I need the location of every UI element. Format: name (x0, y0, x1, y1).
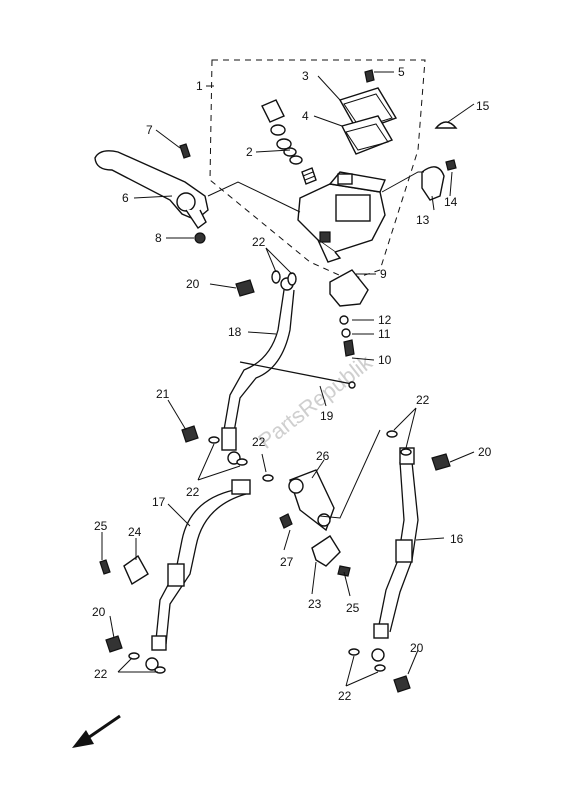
reservoir-cap (337, 69, 398, 185)
callout-22-bottom-right: 22 (338, 689, 352, 703)
callout-22-mid-left: 22 (186, 485, 200, 499)
callout-26: 26 (316, 449, 330, 463)
union-bolt-20d (393, 675, 411, 693)
brake-lever (94, 143, 209, 230)
union-bolt-20b (431, 453, 451, 471)
callout-27: 27 (280, 555, 294, 569)
callout-17: 17 (152, 495, 166, 509)
callout-22-mid: 22 (252, 435, 266, 449)
union-bolt-10 (343, 339, 355, 357)
cover-screw (445, 159, 457, 171)
callout-7: 7 (146, 123, 153, 137)
bolt-25-left (99, 559, 111, 575)
brake-pipe-19 (239, 361, 353, 385)
callout-4: 4 (302, 109, 309, 123)
callout-10: 10 (378, 353, 392, 367)
callout-16: 16 (450, 532, 464, 546)
callout-8: 8 (155, 231, 162, 245)
grip-end-cap (434, 121, 458, 129)
hose-clamp-23 (311, 535, 341, 567)
bolt-25-right (337, 565, 351, 577)
callout-25-right: 25 (346, 601, 360, 615)
callout-24: 24 (128, 525, 142, 539)
front-direction-arrow (72, 714, 121, 748)
callout-18: 18 (228, 325, 242, 339)
callout-23: 23 (308, 597, 322, 611)
callout-11: 11 (378, 327, 391, 341)
assembly-outline (209, 59, 426, 281)
callout-22-bottom-left: 22 (94, 667, 108, 681)
callout-6: 6 (122, 191, 129, 205)
callout-22-right: 22 (416, 393, 430, 407)
union-bolt-20c (105, 635, 123, 653)
gaskets (128, 270, 412, 674)
callout-5: 5 (398, 65, 405, 79)
brake-hose-17 (145, 479, 251, 671)
brake-switch (329, 269, 369, 307)
pipe-end (348, 381, 356, 389)
callout-20-right: 20 (478, 445, 492, 459)
brake-hose-16 (371, 447, 419, 662)
watermark: PartsRepublik (253, 349, 377, 454)
washer-12 (339, 315, 349, 325)
callout-13: 13 (416, 213, 430, 227)
callout-1: 1 (196, 79, 203, 93)
lever-cover (421, 166, 445, 201)
joint-bolt-27 (279, 513, 293, 529)
callout-12: 12 (378, 313, 392, 327)
callout-9: 9 (380, 267, 387, 281)
callout-19: 19 (320, 409, 334, 423)
callout-2: 2 (246, 145, 253, 159)
callout-21: 21 (156, 387, 170, 401)
callout-22-top: 22 (252, 235, 266, 249)
washer-11 (341, 328, 351, 338)
brake-joint (288, 469, 335, 532)
union-bolt-20a (235, 279, 255, 297)
lever-nut (194, 232, 206, 244)
callout-3: 3 (302, 69, 309, 83)
callout-20-top: 20 (186, 277, 200, 291)
callout-15: 15 (476, 99, 490, 113)
union-bolt-21 (181, 425, 199, 443)
hose-clamp-24 (123, 554, 149, 586)
master-cylinder (297, 171, 386, 263)
piston-kit (261, 99, 317, 185)
callout-14: 14 (444, 195, 458, 209)
leader-lines (101, 71, 475, 687)
callout-25-left: 25 (94, 519, 108, 533)
callout-20-left: 20 (92, 605, 106, 619)
callout-20-bottom: 20 (410, 641, 424, 655)
